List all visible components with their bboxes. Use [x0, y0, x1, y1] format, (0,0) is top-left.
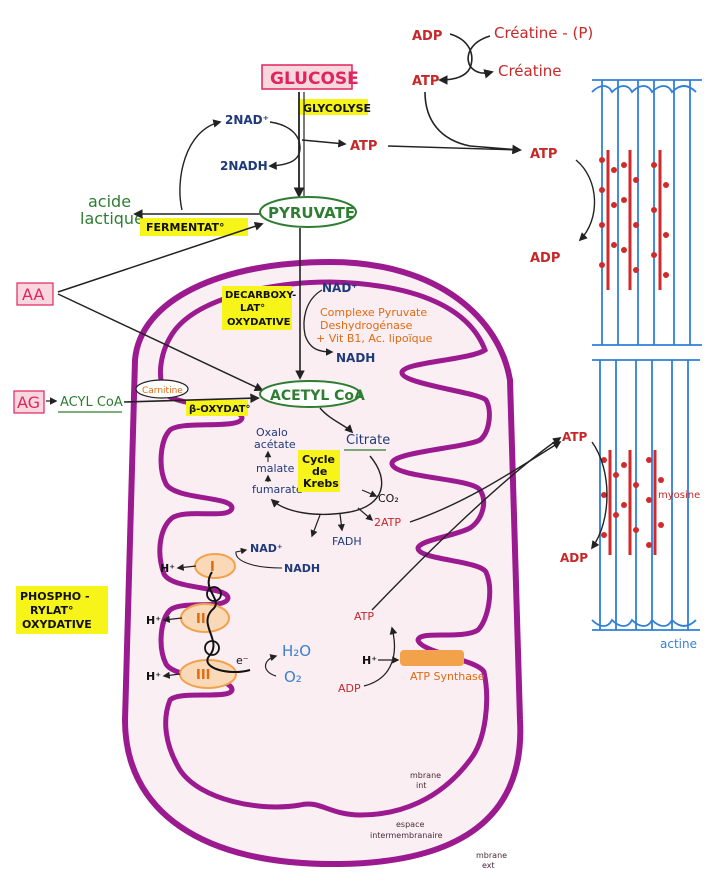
mbrane-int-1: mbrane [410, 771, 441, 780]
glucose-label: GLUCOSE [270, 69, 359, 89]
fadh-label: FADH [332, 535, 362, 548]
nad-plus-label: NAD⁺ [322, 281, 358, 295]
oxalo-label-2: acétate [254, 438, 296, 451]
complexe-label-1: Complexe Pyruvate [320, 306, 427, 319]
creatine-p-label: Créatine - (P) [494, 24, 593, 42]
pyruvate-label: PYRUVATE [268, 204, 355, 222]
complexe-label-3: + Vit B1, Ac. lipoïque [316, 332, 433, 345]
atp-glyco-arrow [302, 140, 345, 144]
acylcoa-label: ACYL CoA [60, 395, 123, 410]
complexe-label-2: Deshydrogénase [320, 319, 413, 332]
citrate-label: Citrate [346, 433, 390, 448]
fermentation-block: acide lactique FERMENTAT° [80, 122, 262, 236]
cycle-label-3: Krebs [303, 477, 339, 490]
creatine-arrow-a [440, 34, 472, 80]
carnitine-label: Carnitine [142, 386, 183, 396]
nad-curve [270, 122, 300, 166]
ag-label: AG [17, 393, 40, 412]
adp-muscle-top-label: ADP [530, 251, 560, 266]
complex-i [195, 554, 235, 578]
acetylcoa-label: ACETYL CoA [270, 388, 365, 404]
atp-muscle-top-label: ATP [530, 147, 557, 162]
atp-synthase-label: ATP Synthase [410, 670, 485, 683]
nad-plus-2-label: NAD⁺ [250, 542, 283, 555]
creatine-exchange: ADP Créatine - (P) ATP Créatine [412, 24, 593, 150]
nad2-label: 2NAD⁺ [225, 113, 269, 127]
mitochondrion [125, 262, 520, 864]
eminus-label: e⁻ [236, 654, 249, 667]
aa-label: AA [22, 285, 44, 304]
atp-synth-out-label: ATP [354, 610, 374, 623]
myosine-label: myosine [658, 490, 700, 501]
h2o-label: H₂O [282, 642, 311, 660]
hplus-3: H⁺ [146, 670, 161, 683]
hplus-1: H⁺ [160, 562, 175, 575]
complex-iii-label: III [196, 668, 211, 683]
lactique-label: lactique [80, 209, 144, 228]
sarcomere-top [576, 80, 702, 345]
fumarate-label: fumarate [252, 483, 303, 496]
phospho-label-3: OXYDATIVE [22, 618, 92, 631]
phospho-label-2: RYLAT° [30, 604, 74, 617]
decarb-label-1: DECARBOXY- [225, 290, 296, 301]
glycolysis-block: GLUCOSE GLYCOLYSE 2NAD⁺ 2NADH ATP [220, 65, 520, 196]
mbrane-ext-2: ext [482, 861, 495, 870]
atp-muscle-bot-label: ATP [562, 430, 588, 444]
nadh-2b-label: NADH [284, 562, 320, 575]
fermentation-label: FERMENTAT° [146, 221, 224, 234]
complex-ii-label: II [196, 612, 206, 627]
phospho-label-1: PHOSPHO - [20, 590, 90, 603]
espace-1: espace [396, 820, 424, 829]
glycolyse-label: GLYCOLYSE [303, 102, 371, 115]
actine-label: actine [660, 637, 697, 651]
atp-top-label: ATP [412, 74, 439, 89]
decarb-label-3: OXYDATIVE [227, 317, 291, 328]
atp-synthase-bar [400, 650, 464, 666]
atp2-label: 2ATP [374, 516, 401, 529]
adp-top-label: ADP [412, 29, 442, 44]
atp-to-muscle-arrow [425, 92, 520, 150]
decarb-label-2: LAT° [240, 303, 265, 314]
hplus-synth: H⁺ [362, 654, 377, 667]
mbrane-ext-1: mbrane [476, 851, 507, 860]
malate-label: malate [256, 462, 295, 475]
phosphorylation-label: PHOSPHO - RYLAT° OXYDATIVE [16, 586, 108, 634]
hplus-2: H⁺ [146, 614, 161, 627]
o2-label: O₂ [284, 668, 302, 686]
co2-label: CO₂ [378, 492, 399, 505]
espace-2: intermembranaire [370, 831, 443, 840]
creatine-label: Créatine [498, 62, 562, 80]
muscle-atp-adp-curve-top [576, 160, 595, 240]
adp-muscle-bot-label: ADP [560, 551, 588, 565]
nadh2-label: 2NADH [220, 159, 268, 173]
atp-glyco-label: ATP [350, 139, 377, 154]
adp-synth-label: ADP [338, 682, 361, 695]
nadh-regen-loop [180, 122, 220, 210]
nadh-label: NADH [336, 351, 375, 365]
beta-ox-label: β-OXYDAT° [189, 404, 251, 415]
mbrane-int-2: int [416, 781, 426, 790]
